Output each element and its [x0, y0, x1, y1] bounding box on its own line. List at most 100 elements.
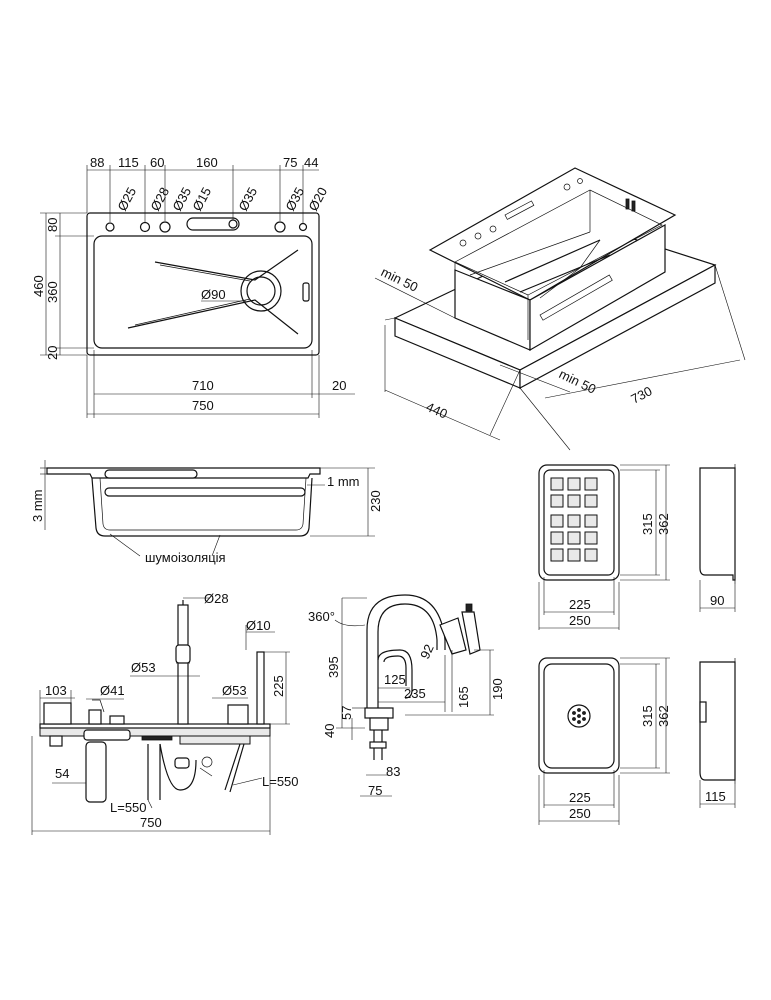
faucet-side-view: 360° 395 190 92 125 235 165 57 40 83 75 — [308, 594, 505, 798]
hole-25 — [105, 222, 115, 232]
countertop-side — [519, 263, 716, 390]
faucet-spout-190: 190 — [490, 678, 505, 700]
faucet-body — [177, 604, 189, 725]
accessories-view: Ø28 Ø10 Ø53 103 Ø41 Ø53 225 54 L=550 L=5… — [31, 591, 299, 835]
hole-label-28: Ø28 — [147, 185, 172, 214]
dim-360: 360 — [45, 281, 60, 303]
faucet-reach-125: 125 — [384, 672, 406, 687]
hole-28 — [139, 221, 151, 233]
sprayer-dia-10: Ø10 — [246, 618, 271, 633]
faucet-rotation-360: 360° — [308, 609, 335, 624]
faucet-thread-83: 83 — [386, 764, 400, 779]
dim-60: 60 — [150, 155, 164, 170]
hole-label-35: Ø35 — [169, 185, 194, 214]
overflow — [302, 282, 310, 302]
section-thickness-3mm: 3 mm — [30, 490, 45, 523]
accessories-total-750: 750 — [140, 815, 162, 830]
ridge-upper-inner — [159, 264, 251, 282]
colander-side — [699, 467, 736, 581]
button-dia-53: Ø53 — [222, 683, 247, 698]
bowl-l-362: 362 — [656, 705, 671, 727]
iso-depth: 440 — [424, 399, 450, 422]
dim-460: 460 — [31, 275, 46, 297]
colander-l-362: 362 — [656, 513, 671, 535]
hole-35a — [159, 221, 171, 233]
drain-inner — [246, 276, 276, 306]
dim-88: 88 — [90, 155, 104, 170]
bottle-54: 54 — [55, 766, 69, 781]
section-rim — [46, 467, 321, 479]
faucet-inner-165: 165 — [456, 686, 471, 708]
faucet-height-395: 395 — [326, 656, 341, 678]
dispenser-width-103: 103 — [45, 683, 67, 698]
dim-160: 160 — [196, 155, 218, 170]
dim-20: 20 — [45, 346, 60, 360]
dim-75: 75 — [283, 155, 297, 170]
dispenser-body — [43, 702, 72, 725]
hole-35b — [228, 219, 238, 229]
colander-depth-90: 90 — [710, 593, 724, 608]
faucet-column — [366, 594, 446, 710]
ridge-lower-inner — [134, 298, 251, 326]
bowl-outer — [538, 657, 620, 774]
sink-isometric-view: min 50 min 50 440 730 — [374, 167, 746, 451]
ridge-upper — [154, 249, 299, 281]
colander-view: 225 250 315 362 90 — [538, 464, 736, 630]
dim-20-right: 20 — [332, 378, 346, 393]
hose-left-550: L=550 — [110, 800, 147, 815]
hole-label-15: Ø15 — [189, 185, 214, 214]
faucet-pull-92: 92 — [417, 642, 437, 661]
sink-outline — [86, 212, 320, 356]
section-height-230: 230 — [368, 490, 383, 512]
hole-label-25: Ø25 — [114, 185, 139, 214]
bowl-view: 225 250 315 362 115 — [538, 657, 736, 825]
sink-top-view: 88 115 60 160 75 44 Ø25 Ø28 Ø35 Ø15 Ø35 … — [31, 155, 355, 418]
iso-width: 730 — [628, 383, 654, 406]
dim-44: 44 — [304, 155, 318, 170]
drain-outer — [240, 270, 282, 312]
colander-w-225: 225 — [569, 597, 591, 612]
dispenser-dia-41: Ø41 — [100, 683, 125, 698]
faucet-base-75: 75 — [368, 783, 382, 798]
ridge-lower — [127, 299, 299, 335]
faucet-mount-40: 40 — [322, 724, 337, 738]
hole-label-35b: Ø35 — [235, 185, 260, 214]
colander-grid — [550, 477, 598, 562]
slot-opening — [186, 217, 240, 231]
sprayer-height-225: 225 — [271, 675, 286, 697]
bowl-drain — [567, 704, 591, 728]
sink-section-view: 3 mm 1 mm 230 шумоізоляція — [30, 460, 383, 565]
colander-l-315: 315 — [640, 513, 655, 535]
bowl-depth-115: 115 — [705, 789, 726, 804]
worktop-strip — [39, 727, 271, 737]
faucet-base-53: Ø53 — [131, 660, 156, 675]
colander-w-250: 250 — [569, 613, 591, 628]
dim-80: 80 — [45, 218, 60, 232]
section-thickness-1mm: 1 mm — [327, 474, 360, 489]
faucet-base-57: 57 — [339, 706, 354, 720]
bowl-l-315: 315 — [640, 705, 655, 727]
insulation-label: шумоізоляція — [145, 550, 226, 565]
hole-label-20: Ø20 — [305, 185, 330, 214]
hole-35c — [274, 221, 286, 233]
sink-rim — [428, 167, 677, 301]
sprayer-rod — [256, 651, 265, 725]
bowl-w-250: 250 — [569, 806, 591, 821]
section-body — [91, 477, 313, 537]
bottle — [85, 741, 107, 803]
hole-label-35c: Ø35 — [282, 185, 307, 214]
iso-min-right: min 50 — [557, 366, 599, 397]
hose-right-550: L=550 — [262, 774, 299, 789]
drain-diameter-label: Ø90 — [201, 287, 226, 302]
faucet-dia-28: Ø28 — [204, 591, 229, 606]
dim-750: 750 — [192, 398, 214, 413]
colander-outer — [538, 464, 620, 581]
sink-inner — [454, 189, 663, 296]
sink-body-side — [529, 223, 666, 352]
hole-20 — [298, 222, 308, 232]
bowl-side — [699, 661, 736, 781]
bowl-w-225: 225 — [569, 790, 591, 805]
dim-115: 115 — [118, 155, 139, 170]
faucet-reach-235: 235 — [404, 686, 426, 701]
